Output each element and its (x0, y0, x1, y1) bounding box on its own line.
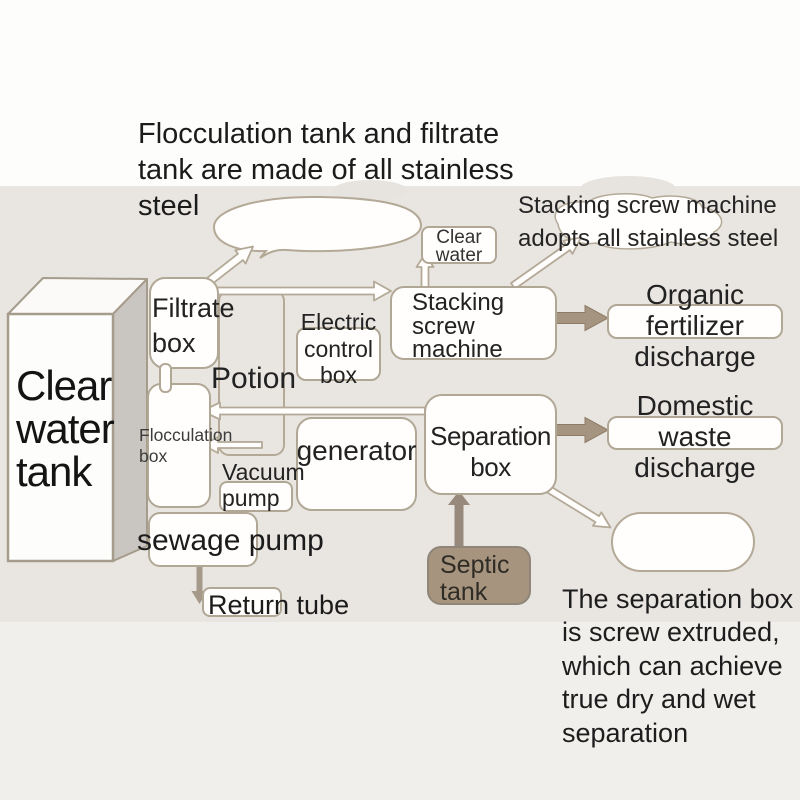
filtrate-box-label: Filtrate box (152, 291, 235, 361)
annotation-top-right: Stacking screw machine adopts all stainl… (518, 189, 778, 255)
arrow-stacking-to-organic (555, 304, 610, 332)
arrow-septic-to-separation (448, 491, 470, 546)
clear-water-label: Clear water (421, 227, 497, 266)
label-line: Stacking (412, 289, 505, 316)
label-line: discharge (634, 341, 756, 372)
septic-tank-label: Septic tank (440, 552, 509, 606)
node-organic-fertilizer-discharge (607, 304, 783, 339)
label-line: tank (440, 578, 488, 606)
node-filtrate-box (149, 277, 219, 369)
label-line: discharge (634, 452, 756, 483)
stacking-screw-machine-label: Stacking screw machine (412, 291, 504, 362)
arrow-filtrate-to-bubble (203, 245, 254, 288)
label-line: separation (562, 717, 689, 748)
label-line: pump (222, 485, 280, 511)
potion-label: Potion (211, 362, 297, 395)
background-bottom-band (0, 622, 800, 800)
node-clear-water (421, 226, 497, 264)
label-line: tank are made of all stainless (138, 154, 514, 186)
label-line: Separation (430, 421, 551, 451)
arrow-potion-to-stacking (216, 280, 392, 302)
tank-front-face (6, 312, 115, 563)
label-line: true dry and wet (562, 684, 756, 715)
label-line: Electric (300, 309, 377, 335)
arrow-separation-to-domestic (555, 416, 610, 444)
label-line: which can achieve (562, 650, 783, 681)
node-domestic-waste-discharge (607, 416, 783, 450)
label-line: Organic (645, 279, 745, 310)
node-vacuum-pump (219, 481, 293, 512)
vacuum-pump-label: Vacuum pump (222, 459, 305, 511)
node-flocculation-box (147, 383, 211, 508)
label-line: water (16, 405, 115, 452)
tank-side-face (112, 278, 148, 562)
label-line: tank (16, 448, 92, 495)
electric-control-box-label: Electric control box (296, 309, 381, 389)
label-line: box (470, 452, 511, 482)
label-line: The separation box (562, 584, 794, 614)
organic-fertilizer-discharge-label: Organic fertilizer discharge (607, 279, 783, 372)
annotation-bottom-right: The separation box is screw extruded, wh… (562, 583, 793, 750)
node-return-tube (202, 587, 282, 617)
node-separation-box (424, 394, 557, 495)
label-line: Vacuum (222, 459, 305, 485)
capsule-shape (611, 512, 755, 572)
label-line: is screw extruded, (562, 617, 780, 648)
label-line: Clear (436, 227, 482, 248)
label-line: Flocculation tank and filtrate (138, 118, 500, 150)
label-line: control (303, 335, 374, 362)
label-line: Septic (440, 551, 510, 579)
separation-box-label: Separation box (424, 421, 557, 483)
clear-water-tank-label: Clear water tank (16, 362, 115, 495)
label-line: Domestic (636, 390, 754, 421)
label-line: Filtrate (152, 293, 235, 323)
node-sewage-pump (148, 512, 258, 567)
label-line: steel (138, 190, 200, 222)
domestic-waste-discharge-label: Domestic waste discharge (607, 390, 783, 483)
label-line: box (152, 328, 196, 358)
label-line: water (435, 244, 483, 266)
sewage-pump-label: sewage pump (137, 524, 324, 557)
arrow-separation-to-flocculation (201, 401, 426, 421)
label-line: screw (412, 312, 475, 340)
label-line: Flocculation (139, 425, 233, 445)
label-line: box (139, 446, 168, 466)
background-top-band (0, 0, 800, 186)
label-line: Clear (16, 362, 112, 409)
generator-label: generator (296, 435, 417, 466)
label-line: machine (412, 336, 503, 363)
connector-filtrate-flocculation (159, 363, 172, 393)
label-line: fertilizer (645, 310, 744, 341)
speech-bubble-ellipse (212, 195, 423, 259)
return-tube-label: Return tube (208, 590, 350, 620)
label-line: waste (658, 421, 732, 452)
arrow-separation-to-capsule (542, 483, 612, 529)
label-line: box (319, 362, 358, 388)
node-stacking-screw-machine (390, 286, 557, 360)
label-line: Stacking screw machine (518, 192, 777, 219)
flocculation-box-label: Flocculation box (139, 425, 232, 467)
node-septic-tank (427, 546, 531, 605)
cloud-blob (554, 193, 723, 250)
node-electric-control-box (296, 327, 381, 381)
label-line: adopts all stainless steel (518, 225, 779, 252)
arrow-stacking-to-cloud (510, 236, 582, 290)
annotation-top-left: Flocculation tank and filtrate tank are … (138, 116, 514, 224)
shadow-blob-left (332, 180, 408, 202)
node-generator (296, 417, 417, 511)
